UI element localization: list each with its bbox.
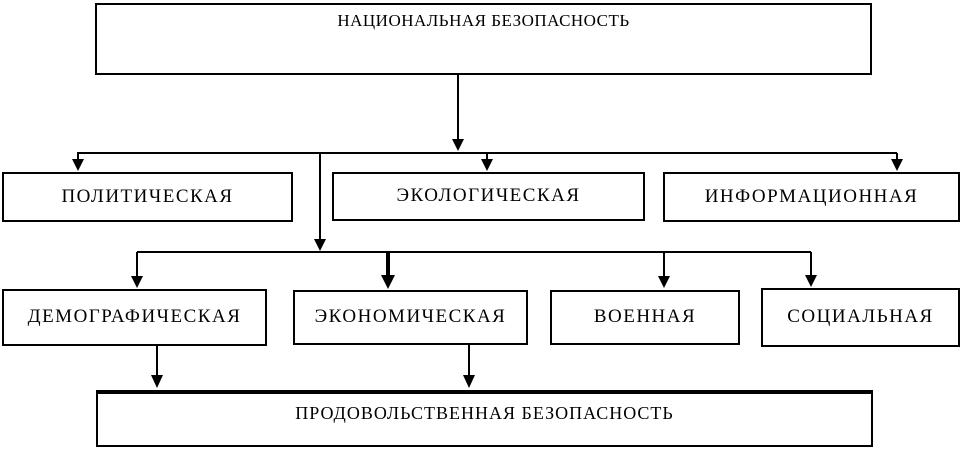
edge-to-informational-arrow — [891, 153, 903, 171]
node-military: ВОЕННАЯ — [550, 290, 740, 345]
node-social: СОЦИАЛЬНАЯ — [761, 288, 960, 347]
node-social-label: СОЦИАЛЬНАЯ — [787, 306, 934, 328]
edge-economic-to-food-arrow — [463, 345, 475, 388]
node-demographic-label: ДЕМОГРАФИЧЕСКАЯ — [27, 306, 242, 328]
node-national-security-label: НАЦИОНАЛЬНАЯ БЕЗОПАСНОСТЬ — [337, 11, 630, 30]
node-demographic: ДЕМОГРАФИЧЕСКАЯ — [2, 289, 267, 346]
edge-to-economic-arrow — [381, 252, 395, 289]
node-informational: ИНФОРМАЦИОННАЯ — [663, 172, 960, 222]
edge-to-demographic-arrow — [131, 252, 143, 288]
node-economic: ЭКОНОМИЧЕСКАЯ — [293, 290, 528, 345]
edge-national-to-row2-arrow — [452, 75, 464, 151]
node-economic-label: ЭКОНОМИЧЕСКАЯ — [314, 306, 507, 328]
node-national-security: НАЦИОНАЛЬНАЯ БЕЗОПАСНОСТЬ — [95, 3, 872, 75]
edge-to-social-arrow — [805, 252, 817, 287]
node-ecological: ЭКОЛОГИЧЕСКАЯ — [332, 172, 645, 221]
node-food-security-label: ПРОДОВОЛЬСТВЕННАЯ БЕЗОПАСНОСТЬ — [295, 403, 674, 423]
edge-demographic-to-food-arrow — [151, 346, 163, 388]
node-political-label: ПОЛИТИЧЕСКАЯ — [61, 185, 234, 207]
node-ecological-label: ЭКОЛОГИЧЕСКАЯ — [396, 185, 581, 207]
edge-to-military-arrow — [658, 252, 670, 288]
edge-row2-to-row3-arrow — [314, 153, 326, 251]
node-food-security: ПРОДОВОЛЬСТВЕННАЯ БЕЗОПАСНОСТЬ — [96, 390, 873, 447]
edge-to-ecological-arrow — [481, 153, 493, 171]
node-informational-label: ИНФОРМАЦИОННАЯ — [704, 185, 919, 207]
edge-to-political-arrow — [72, 153, 84, 171]
node-military-label: ВОЕННАЯ — [593, 306, 697, 328]
node-political: ПОЛИТИЧЕСКАЯ — [2, 172, 293, 222]
